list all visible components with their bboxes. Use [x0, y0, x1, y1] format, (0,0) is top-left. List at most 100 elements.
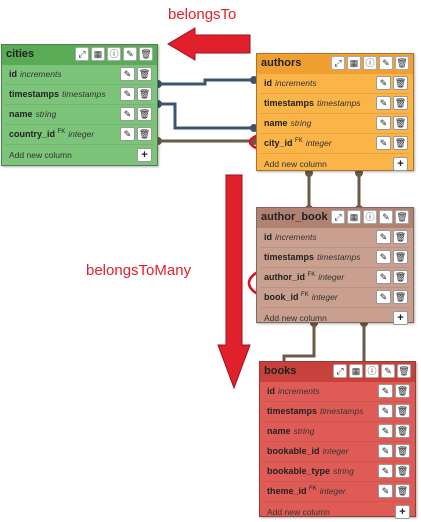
info-icon[interactable]: ⓘ	[107, 47, 121, 61]
info-icon[interactable]: ⓘ	[363, 210, 377, 224]
pencil-column-button[interactable]: ✎	[378, 404, 393, 418]
table-header[interactable]: books ⤢▦ⓘ✎🗑	[260, 362, 415, 382]
row-actions: ✎🗑	[378, 424, 410, 438]
resize-icon[interactable]: ⤢	[331, 210, 345, 224]
pencil-column-button[interactable]: ✎	[376, 76, 391, 90]
trash-column-button[interactable]: 🗑	[137, 67, 152, 81]
grid-icon[interactable]: ▦	[349, 364, 363, 378]
trash-column-button[interactable]: 🗑	[393, 136, 408, 150]
trash-icon[interactable]: 🗑	[395, 56, 409, 70]
pencil-column-button[interactable]: ✎	[378, 384, 393, 398]
pencil-icon[interactable]: ✎	[123, 47, 137, 61]
table-header[interactable]: cities ⤢▦ⓘ✎🗑	[2, 45, 157, 65]
pencil-icon[interactable]: ✎	[379, 56, 393, 70]
column-name-text: timestamps	[267, 406, 318, 416]
pencil-column-button[interactable]: ✎	[376, 116, 391, 130]
column-type: string	[333, 466, 354, 476]
add-column-label: Add new column	[9, 150, 72, 160]
pencil-column-button[interactable]: ✎	[378, 464, 393, 478]
pencil-column-button[interactable]: ✎	[376, 290, 391, 304]
grid-icon[interactable]: ▦	[91, 47, 105, 61]
grid-icon[interactable]: ▦	[347, 210, 361, 224]
grid-icon[interactable]: ▦	[347, 56, 361, 70]
pencil-column-button[interactable]: ✎	[376, 250, 391, 264]
add-column-label: Add new column	[267, 507, 330, 517]
trash-column-button[interactable]: 🗑	[393, 290, 408, 304]
resize-icon[interactable]: ⤢	[75, 47, 89, 61]
column-type: integer	[319, 486, 346, 496]
table-toolbar: ⤢▦ⓘ✎🗑	[75, 47, 153, 61]
trash-icon[interactable]: 🗑	[395, 210, 409, 224]
trash-column-button[interactable]: 🗑	[395, 384, 410, 398]
row-actions: ✎🗑	[376, 96, 408, 110]
pencil-column-button[interactable]: ✎	[376, 270, 391, 284]
resize-icon[interactable]: ⤢	[331, 56, 345, 70]
trash-column-button[interactable]: 🗑	[393, 96, 408, 110]
trash-column-button[interactable]: 🗑	[393, 76, 408, 90]
pencil-column-button[interactable]: ✎	[120, 67, 135, 81]
resize-icon[interactable]: ⤢	[333, 364, 347, 378]
pencil-column-button[interactable]: ✎	[376, 96, 391, 110]
table-title: author_book	[261, 211, 328, 223]
info-icon[interactable]: ⓘ	[365, 364, 379, 378]
trash-column-button[interactable]: 🗑	[395, 424, 410, 438]
trash-icon[interactable]: 🗑	[397, 364, 411, 378]
trash-column-button[interactable]: 🗑	[137, 127, 152, 141]
trash-column-button[interactable]: 🗑	[393, 230, 408, 244]
trash-column-button[interactable]: 🗑	[393, 270, 408, 284]
pencil-column-button[interactable]: ✎	[378, 444, 393, 458]
pencil-column-button[interactable]: ✎	[120, 87, 135, 101]
pencil-column-button[interactable]: ✎	[378, 424, 393, 438]
row-actions: ✎🗑	[378, 404, 410, 418]
pencil-column-button[interactable]: ✎	[120, 127, 135, 141]
pencil-icon: ✎	[379, 97, 388, 108]
pencil-column-button[interactable]: ✎	[376, 230, 391, 244]
pencil-icon[interactable]: ✎	[379, 210, 393, 224]
table-header[interactable]: author_book ⤢▦ⓘ✎🗑	[257, 208, 413, 228]
column-type: timestamps	[317, 98, 361, 108]
column-type: string	[290, 118, 312, 128]
add-column-button[interactable]: +	[395, 505, 410, 519]
trash-column-button[interactable]: 🗑	[393, 250, 408, 264]
trash-column-button[interactable]: 🗑	[393, 116, 408, 130]
trash-column-button[interactable]: 🗑	[395, 444, 410, 458]
trash-column-button[interactable]: 🗑	[137, 87, 152, 101]
trash-icon[interactable]: 🗑	[139, 47, 153, 61]
trash-column-button[interactable]: 🗑	[395, 464, 410, 478]
pencil-column-button[interactable]: ✎	[378, 484, 393, 498]
add-column-button[interactable]: +	[393, 157, 408, 171]
pencil-icon[interactable]: ✎	[381, 364, 395, 378]
info-icon[interactable]: ⓘ	[363, 56, 377, 70]
pencil-column-button[interactable]: ✎	[120, 107, 135, 121]
pencil-column-button[interactable]: ✎	[376, 136, 391, 150]
add-column-button[interactable]: +	[393, 311, 408, 325]
trash-column-button[interactable]: 🗑	[137, 107, 152, 121]
trash-column-button[interactable]: 🗑	[395, 484, 410, 498]
add-column-button[interactable]: +	[137, 148, 152, 162]
table-header[interactable]: authors ⤢▦ⓘ✎🗑	[257, 54, 413, 74]
trash-column-button[interactable]: 🗑	[395, 404, 410, 418]
